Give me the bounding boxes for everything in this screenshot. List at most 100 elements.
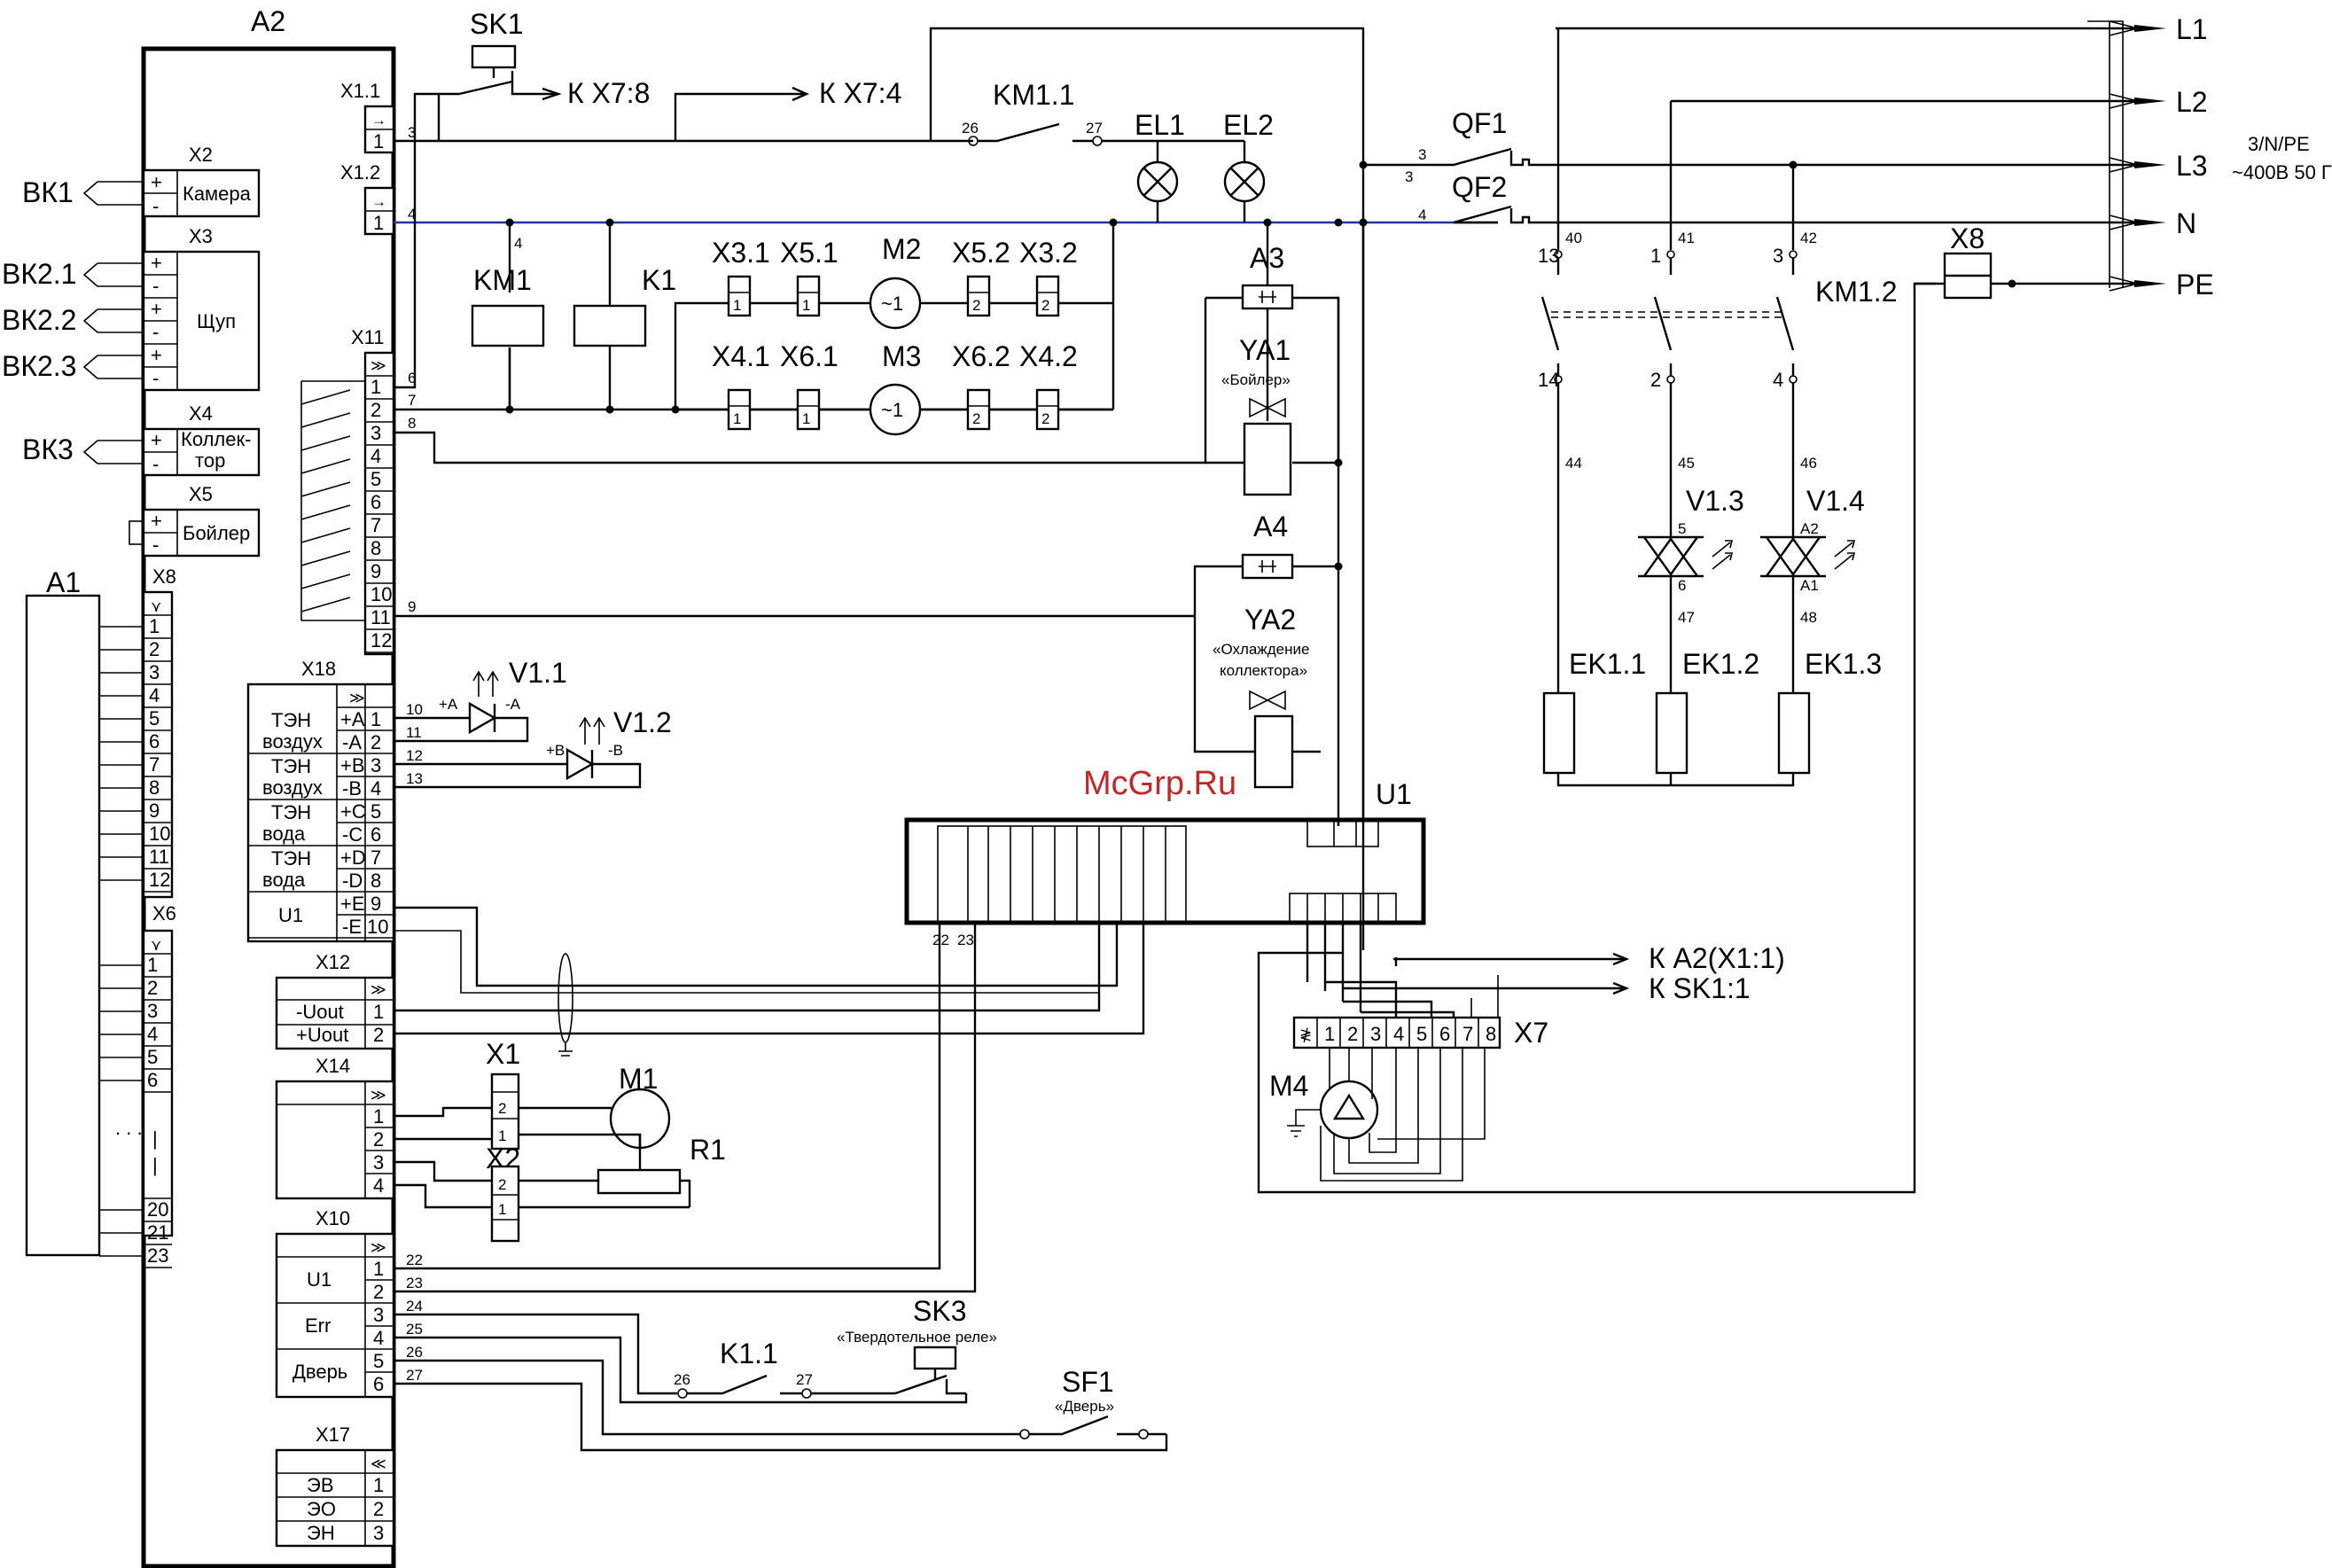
x18-pin: 3 <box>370 754 381 776</box>
x4-label: X4 <box>189 402 213 425</box>
svg-text:1: 1 <box>373 212 384 234</box>
to-x74-label: К X7:4 <box>819 77 901 109</box>
x17-row-1: ЭВ <box>307 1474 334 1496</box>
x32-label: X3.2 <box>1019 237 1078 269</box>
sf1-label: SF1 <box>1062 1366 1114 1398</box>
ek13-heater <box>1777 691 1811 775</box>
km12-pin-6: 4 <box>1773 369 1783 391</box>
x18-pol: +D <box>340 846 366 869</box>
svg-text:2: 2 <box>972 410 980 427</box>
x12-row-2: +Uout <box>296 1024 348 1046</box>
x1-motor-connector <box>490 1073 520 1151</box>
x7-connector <box>1292 1016 1501 1049</box>
ya2-sub-1: «Охлаждение <box>1213 641 1309 658</box>
x7-pin: 2 <box>1347 1023 1358 1045</box>
x1-2-label: X1.2 <box>340 161 380 183</box>
x6-pin: 23 <box>147 1244 168 1267</box>
x18-row-name: ТЭН <box>271 709 311 731</box>
a1-module <box>25 594 101 1257</box>
sk1-label: SK1 <box>470 8 523 40</box>
x18-pol: -B <box>342 777 362 800</box>
bk3-sensor-icon <box>82 440 144 464</box>
svg-text:+: + <box>151 171 162 193</box>
wire-48-label: 48 <box>1800 609 1817 626</box>
x18-connector <box>246 683 395 943</box>
x18-row-name: воздух <box>262 730 323 753</box>
bk22-sensor-icon <box>82 308 144 333</box>
svg-text:-: - <box>152 321 159 343</box>
qf1-wire-label: 3 <box>1418 146 1426 163</box>
x17-row-3: ЭН <box>307 1522 335 1544</box>
x41-label: X4.1 <box>712 340 770 372</box>
x6-connector <box>142 929 174 1237</box>
x10-row-door: Дверь <box>292 1361 347 1383</box>
to-a2-label: К A2(X1:1) <box>1649 942 1785 974</box>
x6-pin: 20 <box>147 1198 168 1221</box>
x18-row-name: воздух <box>262 776 323 799</box>
x7-pin: 3 <box>1370 1023 1381 1045</box>
x8-pe-label: X8 <box>1950 222 1985 254</box>
x6-pin: 5 <box>147 1046 158 1068</box>
wire-8-label: 8 <box>408 415 416 432</box>
svg-text:≫: ≫ <box>370 981 386 998</box>
x10-row-u1: U1 <box>307 1268 331 1291</box>
wire-46-label: 46 <box>1800 455 1817 472</box>
svg-text:⋎: ⋎ <box>151 598 161 615</box>
wire-8 <box>394 298 1207 464</box>
x14-connector <box>275 1080 395 1200</box>
x18-row-name: U1 <box>278 904 303 926</box>
svg-text:≫: ≫ <box>370 1087 386 1104</box>
qf2-wire-label: 4 <box>1418 207 1426 223</box>
x18-pin: 9 <box>370 893 381 915</box>
x11-pin: 5 <box>370 468 381 490</box>
x6-pin: 3 <box>147 1000 158 1022</box>
x8pins-pin: 7 <box>149 753 160 776</box>
wire-41-label: 41 <box>1678 230 1695 246</box>
km12-contactor <box>1540 250 1798 384</box>
to-sk1-label: К SK1:1 <box>1649 972 1751 1004</box>
x11-internal-switches <box>300 380 365 621</box>
svg-text:1: 1 <box>498 1127 506 1144</box>
a2-label: A2 <box>251 5 285 37</box>
ek11-heater <box>1542 691 1576 775</box>
wire-10-label: 10 <box>406 701 423 718</box>
svg-text:2: 2 <box>1041 297 1049 314</box>
bk22-label: ВК2.2 <box>2 304 76 336</box>
x18-pol: -A <box>342 731 362 753</box>
x18-row-name: ТЭН <box>271 755 311 777</box>
ek12-heater <box>1655 691 1689 775</box>
svg-text:-: - <box>152 453 159 475</box>
ya2-sub-2: коллектора» <box>1220 662 1307 679</box>
v11-label: V1.1 <box>509 657 567 689</box>
x61-label: X6.1 <box>780 340 838 372</box>
svg-text:3: 3 <box>373 1304 384 1326</box>
v13-pin-a1: 6 <box>1678 577 1686 594</box>
svg-text:1: 1 <box>733 410 741 427</box>
x11-pin: 7 <box>370 514 381 536</box>
k11-pin-14: 27 <box>796 1371 813 1388</box>
x7-pin: 4 <box>1393 1023 1404 1045</box>
km11-pin-13: 26 <box>962 120 979 137</box>
x31-label: X3.1 <box>712 237 770 269</box>
x17-label: X17 <box>316 1424 350 1446</box>
x62-label: X6.2 <box>952 340 1010 372</box>
x18-pin: 6 <box>370 823 381 846</box>
x11-pin: 11 <box>370 606 391 628</box>
x11-pin: 1 <box>370 376 381 398</box>
km1-coil <box>471 304 545 347</box>
svg-text:1: 1 <box>373 1474 384 1496</box>
x51-label: X5.1 <box>780 237 838 269</box>
x8pins-pin: 11 <box>149 846 169 868</box>
l1-label: L1 <box>2176 13 2208 45</box>
m4-label: M4 <box>1269 1070 1308 1102</box>
x4-name-1: Коллек- <box>181 428 251 450</box>
x42-label: X4.2 <box>1019 340 1078 372</box>
k1-coil <box>573 304 647 347</box>
a1-ellipsis: . . . <box>115 1117 143 1139</box>
wire-24-label: 24 <box>406 1298 423 1314</box>
x6-label: X6 <box>152 902 176 924</box>
svg-text:≹: ≹ <box>1299 1026 1312 1043</box>
